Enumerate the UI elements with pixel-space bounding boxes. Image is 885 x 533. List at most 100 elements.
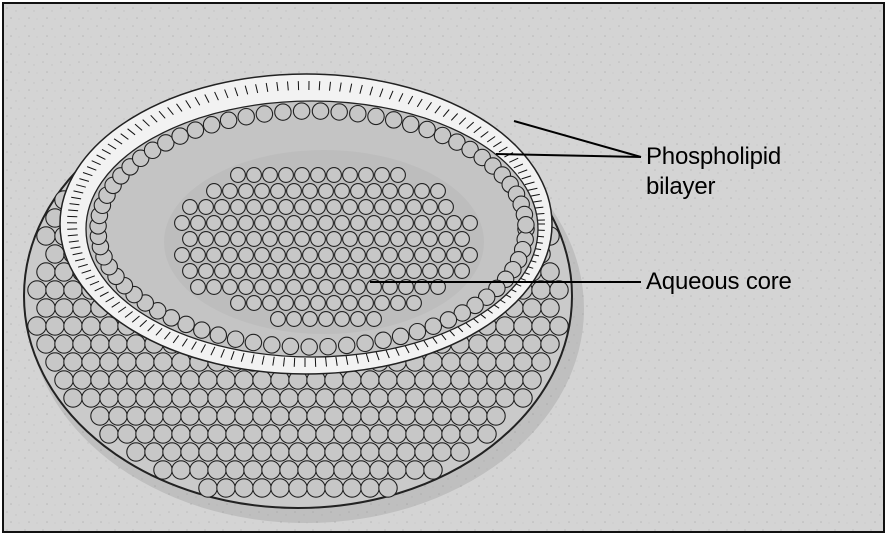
outer-lipid-head: [64, 389, 82, 407]
outer-lipid-head: [244, 461, 262, 479]
outer-lipid-head: [199, 371, 217, 389]
cavity-lipid-head: [183, 232, 198, 247]
outer-lipid-head: [145, 407, 163, 425]
outer-lipid-head: [280, 425, 298, 443]
cavity-lipid-head: [335, 312, 350, 327]
outer-lipid-head: [433, 371, 451, 389]
cavity-lipid-head: [351, 248, 366, 263]
outer-lipid-head: [154, 425, 172, 443]
cavity-lipid-head: [423, 264, 438, 279]
outer-lipid-head: [406, 389, 424, 407]
outer-lipid-head: [415, 371, 433, 389]
cavity-lipid-head: [327, 232, 342, 247]
outer-lipid-head: [46, 281, 64, 299]
outer-lipid-head: [370, 461, 388, 479]
cavity-lipid-head: [367, 184, 382, 199]
outer-lipid-head: [478, 425, 496, 443]
cavity-lipid-head: [359, 168, 374, 183]
cavity-lipid-head: [263, 264, 278, 279]
outer-lipid-head: [289, 443, 307, 461]
cavity-lipid-head: [287, 248, 302, 263]
outer-lipid-head: [127, 407, 145, 425]
outer-lipid-head: [361, 443, 379, 461]
cavity-lipid-head: [319, 184, 334, 199]
outer-lipid-head: [163, 407, 181, 425]
outer-lipid-head: [325, 479, 343, 497]
outer-lipid-head: [370, 425, 388, 443]
outer-lipid-head: [37, 335, 55, 353]
cavity-lipid-head: [255, 280, 270, 295]
cavity-lipid-head: [351, 216, 366, 231]
cavity-lipid-head: [343, 232, 358, 247]
cavity-lipid-head: [295, 200, 310, 215]
cavity-lipid-head: [223, 248, 238, 263]
outer-lipid-head: [496, 353, 514, 371]
cavity-lipid-head: [439, 264, 454, 279]
outer-lipid-head: [253, 371, 271, 389]
cavity-lipid-head: [359, 296, 374, 311]
outer-lipid-head: [316, 425, 334, 443]
lipid-tail: [319, 81, 320, 90]
outer-lipid-head: [253, 443, 271, 461]
outer-lipid-head: [406, 461, 424, 479]
outer-lipid-head: [109, 335, 127, 353]
cavity-lipid-head: [311, 296, 326, 311]
outer-lipid-head: [136, 425, 154, 443]
cavity-lipid-head: [455, 232, 470, 247]
cavity-lipid-head: [295, 232, 310, 247]
outer-lipid-head: [82, 389, 100, 407]
cavity-lipid-head: [287, 312, 302, 327]
outer-lipid-head: [181, 443, 199, 461]
outer-lipid-head: [298, 425, 316, 443]
cavity-lipid-head: [191, 216, 206, 231]
inner-lipid-head: [368, 108, 384, 124]
outer-lipid-head: [244, 389, 262, 407]
outer-lipid-head: [505, 371, 523, 389]
cavity-lipid-head: [215, 232, 230, 247]
outer-lipid-head: [478, 389, 496, 407]
cavity-lipid-head: [375, 264, 390, 279]
inner-lipid-head: [425, 318, 441, 334]
cavity-lipid-head: [247, 168, 262, 183]
outer-lipid-head: [406, 425, 424, 443]
cavity-lipid-head: [455, 264, 470, 279]
outer-lipid-head: [109, 371, 127, 389]
outer-lipid-head: [460, 425, 478, 443]
cavity-lipid-head: [319, 312, 334, 327]
cavity-lipid-head: [351, 312, 366, 327]
cavity-lipid-head: [391, 232, 406, 247]
label-aqueous-core: Aqueous core: [646, 267, 792, 297]
outer-lipid-head: [208, 461, 226, 479]
cavity-lipid-head: [439, 232, 454, 247]
cavity-lipid-head: [327, 168, 342, 183]
outer-lipid-head: [433, 443, 451, 461]
outer-lipid-head: [172, 425, 190, 443]
cavity-lipid-head: [271, 280, 286, 295]
cavity-lipid-head: [295, 264, 310, 279]
outer-lipid-head: [298, 389, 316, 407]
outer-lipid-head: [280, 461, 298, 479]
outer-lipid-head: [523, 335, 541, 353]
cavity-lipid-head: [231, 200, 246, 215]
outer-lipid-head: [334, 389, 352, 407]
label-phospholipid-line-1: Phospholipid: [646, 142, 781, 172]
outer-lipid-head: [163, 371, 181, 389]
outer-lipid-head: [334, 425, 352, 443]
outer-lipid-head: [55, 371, 73, 389]
outer-lipid-head: [469, 335, 487, 353]
outer-lipid-head: [127, 335, 145, 353]
outer-lipid-head: [100, 389, 118, 407]
cavity-lipid-head: [383, 216, 398, 231]
cavity-lipid-head: [391, 264, 406, 279]
cavity-lipid-head: [359, 232, 374, 247]
cavity-lipid-head: [223, 184, 238, 199]
cavity-lipid-head: [399, 216, 414, 231]
outer-lipid-head: [397, 443, 415, 461]
outer-lipid-head: [334, 461, 352, 479]
outer-lipid-head: [343, 407, 361, 425]
cavity-lipid-head: [335, 248, 350, 263]
outer-lipid-head: [487, 407, 505, 425]
cavity-lipid-head: [311, 264, 326, 279]
outer-lipid-head: [226, 389, 244, 407]
